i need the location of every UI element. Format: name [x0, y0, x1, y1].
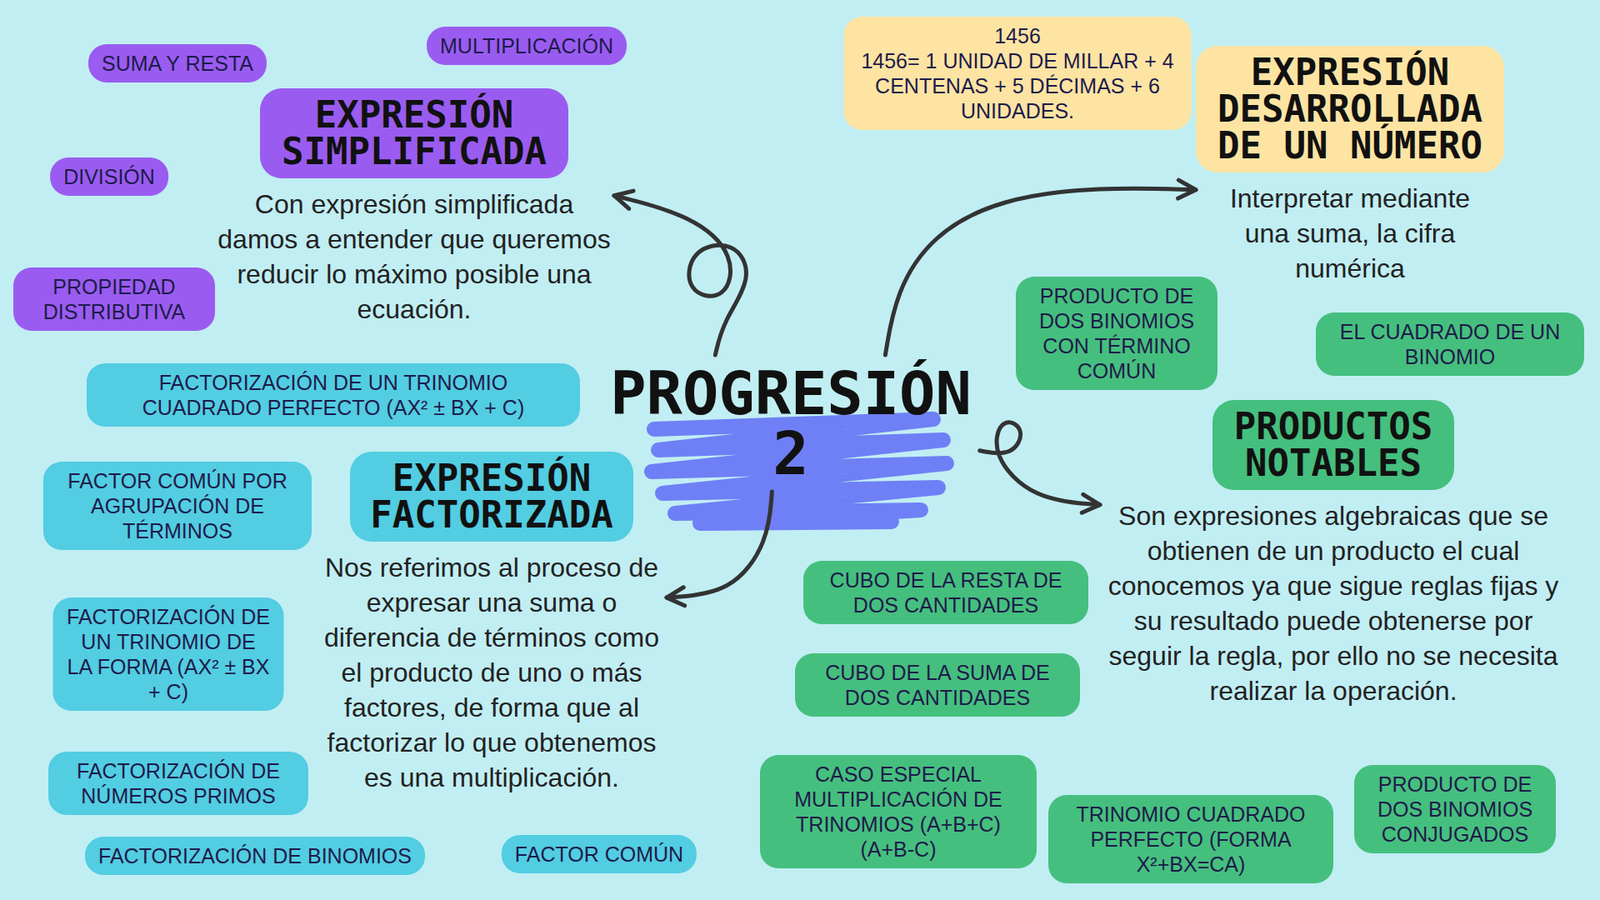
- topic-description: Nos referimos al proceso de expresar una…: [316, 550, 667, 795]
- pill-label: CUBO DE LA SUMA DE DOS CANTIDADES: [808, 660, 1067, 710]
- subtopic-pill: PRODUCTO DE DOS BINOMIOS CONJUGADOS: [1354, 765, 1556, 854]
- topic-description: Interpretar mediante una suma, la cifra …: [1208, 180, 1492, 286]
- subtopic-pill: PRODUCTO DE DOS BINOMIOS CON TÉRMINO COM…: [1015, 276, 1218, 390]
- pill-label: CUBO DE LA RESTA DE DOS CANTIDADES: [816, 567, 1075, 618]
- subtopic-pill: CASO ESPECIAL MULTIPLICACIÓN DE TRINOMIO…: [760, 755, 1037, 869]
- pill-label: FACTORIZACIÓN DE UN TRINOMIO DE LA FORMA…: [66, 604, 271, 705]
- pill-label: 1456= 1 UNIDAD DE MILLAR + 4 CENTENAS + …: [857, 48, 1179, 124]
- topic-node: PRODUCTOS NOTABLESSon expresiones algebr…: [1100, 400, 1567, 709]
- central-topic: PROGRESIÓN 2: [601, 355, 980, 492]
- topic-node: EXPRESIÓN DESARROLLADA DE UN NÚMEROInter…: [1195, 45, 1505, 286]
- pill-label: FACTORIZACIÓN DE BINOMIOS: [98, 843, 412, 869]
- topic-heading: PRODUCTOS NOTABLES: [1212, 400, 1455, 490]
- pill-label: PRODUCTO DE DOS BINOMIOS CONJUGADOS: [1367, 771, 1543, 847]
- subtopic-pill: CUBO DE LA RESTA DE DOS CANTIDADES: [803, 560, 1089, 625]
- connector-arrow: [614, 195, 746, 355]
- subtopic-pill: FACTORIZACIÓN DE BINOMIOS: [85, 836, 425, 875]
- pill-label: CASO ESPECIAL MULTIPLICACIÓN DE TRINOMIO…: [773, 761, 1024, 862]
- subtopic-pill: DIVISIÓN: [50, 157, 169, 196]
- connector-arrow: [666, 491, 772, 598]
- topic-heading: EXPRESIÓN FACTORIZADA: [350, 451, 634, 542]
- subtopic-pill: EL CUADRADO DE UN BINOMIO: [1315, 312, 1585, 376]
- pill-label: FACTOR COMÚN: [515, 841, 684, 867]
- pill-label: EL CUADRADO DE UN BINOMIO: [1329, 319, 1571, 370]
- pill-label: TRINOMIO CUADRADO PERFECTO (FORMA X²+BX=…: [1061, 801, 1320, 877]
- pill-label: FACTORIZACIÓN DE NÚMEROS PRIMOS: [61, 758, 295, 809]
- central-title: PROGRESIÓN 2: [610, 363, 971, 484]
- subtopic-pill: FACTOR COMÚN POR AGRUPACIÓN DE TÉRMINOS: [43, 461, 312, 550]
- subtopic-pill: SUMA Y RESTA: [88, 44, 267, 83]
- topic-node: EXPRESIÓN SIMPLIFICADACon expresión simp…: [214, 88, 615, 327]
- topic-heading: EXPRESIÓN SIMPLIFICADA: [260, 88, 569, 179]
- subtopic-pill: PROPIEDAD DISTRIBUTIVA: [13, 267, 215, 331]
- subtopic-pill: FACTORIZACIÓN DE UN TRINOMIO DE LA FORMA…: [53, 597, 285, 711]
- pill-label: FACTOR COMÚN POR AGRUPACIÓN DE TÉRMINOS: [56, 468, 299, 544]
- subtopic-pill: FACTOR COMÚN: [501, 835, 697, 874]
- pill-label: SUMA Y RESTA: [101, 50, 254, 76]
- topic-description: Con expresión simplificada damos a enten…: [214, 186, 615, 327]
- subtopic-pill: MULTIPLICACIÓN: [426, 26, 627, 65]
- topic-heading: EXPRESIÓN DESARROLLADA DE UN NÚMERO: [1195, 45, 1505, 173]
- subtopic-pill: FACTORIZACIÓN DE UN TRINOMIO CUADRADO PE…: [86, 363, 580, 427]
- connector-arrow: [980, 422, 1100, 505]
- pill-label: FACTORIZACIÓN DE UN TRINOMIO CUADRADO PE…: [100, 370, 567, 420]
- subtopic-pill: 14561456= 1 UNIDAD DE MILLAR + 4 CENTENA…: [844, 16, 1192, 130]
- topic-node: EXPRESIÓN FACTORIZADANos referimos al pr…: [316, 451, 667, 795]
- pill-label: 1456: [857, 23, 1179, 49]
- pill-label: PROPIEDAD DISTRIBUTIVA: [26, 274, 202, 325]
- subtopic-pill: CUBO DE LA SUMA DE DOS CANTIDADES: [795, 653, 1080, 717]
- subtopic-pill: TRINOMIO CUADRADO PERFECTO (FORMA X²+BX=…: [1048, 795, 1334, 884]
- pill-label: MULTIPLICACIÓN: [440, 33, 614, 59]
- pill-label: DIVISIÓN: [63, 164, 155, 190]
- pill-label: PRODUCTO DE DOS BINOMIOS CON TÉRMINO COM…: [1029, 283, 1205, 384]
- subtopic-pill: FACTORIZACIÓN DE NÚMEROS PRIMOS: [48, 751, 309, 815]
- topic-description: Son expresiones algebraicas que se obtie…: [1100, 498, 1567, 709]
